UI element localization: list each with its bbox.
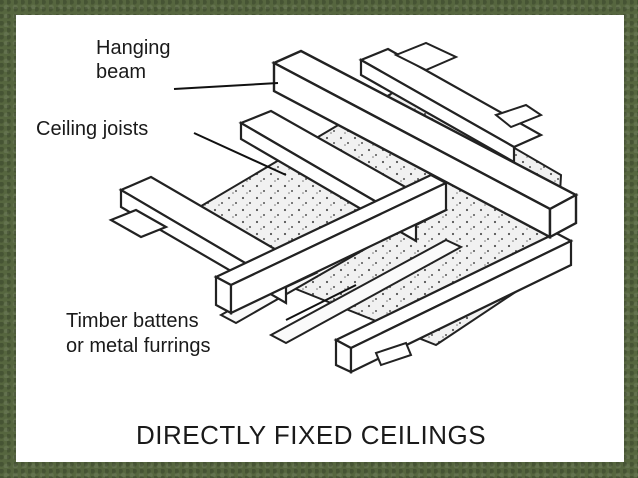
leader-lines: [173, 82, 357, 321]
label-hanging-line1: Hanging: [96, 37, 171, 59]
diagram-panel: Hanging beam Ceiling joists Timber batte…: [16, 15, 624, 462]
cross-members: [213, 173, 574, 374]
bearing-blocks: [374, 41, 544, 367]
label-timber-line1: Timber battens: [66, 310, 199, 332]
label-timber-line2: or metal furrings: [66, 335, 211, 357]
label-ceiling-joists: Ceiling joists: [36, 118, 149, 140]
label-hanging-line2: beam: [96, 61, 147, 83]
hanging-beam: [271, 49, 579, 240]
diagram-caption: DIRECTLY FIXED CEILINGS: [136, 420, 487, 450]
ceiling-construction-drawing: [108, 41, 579, 374]
